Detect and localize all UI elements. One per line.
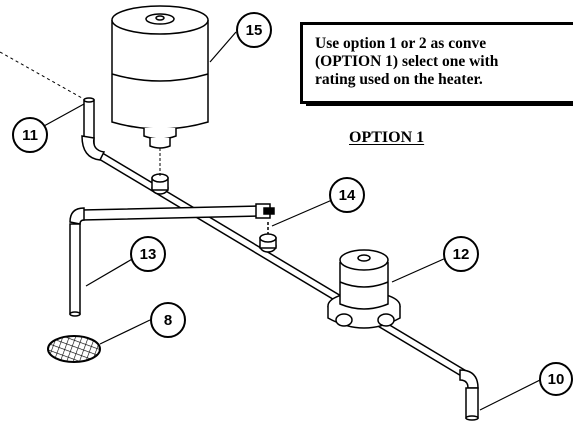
- svg-text:14: 14: [339, 187, 356, 204]
- valve-14: [255, 203, 277, 253]
- screen-washer-8: [47, 335, 101, 363]
- reference-dashed-line: [0, 51, 83, 99]
- svg-text:12: 12: [453, 246, 470, 263]
- filter-housing-15: [111, 5, 209, 149]
- note-box-shadow: [306, 101, 573, 106]
- leader-lines: [43, 31, 545, 411]
- callout-13: 13: [130, 236, 166, 272]
- tank-12: [327, 249, 401, 329]
- callout-8: 8: [150, 302, 186, 338]
- drop-pipe-10: [459, 369, 479, 421]
- svg-text:13: 13: [140, 246, 157, 263]
- svg-text:15: 15: [246, 22, 263, 39]
- bypass-pipe-13: [69, 205, 263, 317]
- svg-text:10: 10: [548, 371, 565, 388]
- callout-14: 14: [329, 177, 365, 213]
- callout-10: 10: [539, 362, 573, 396]
- option-title: OPTION 1: [349, 129, 425, 146]
- callout-12: 12: [443, 236, 479, 272]
- note-line-1: Use option 1 or 2 as conve: [315, 35, 487, 52]
- callout-15: 15: [236, 12, 272, 48]
- tee-fitting-upper: [151, 173, 169, 195]
- note-line-3: rating used on the heater.: [315, 71, 483, 88]
- riser-pipe-11: [81, 97, 106, 161]
- svg-text:11: 11: [22, 127, 38, 144]
- callout-11: 11: [12, 117, 48, 153]
- svg-text:8: 8: [164, 312, 172, 329]
- note-line-2: (OPTION 1) select one with: [315, 53, 499, 70]
- instruction-note-box: Use option 1 or 2 as conve (OPTION 1) se…: [300, 22, 573, 104]
